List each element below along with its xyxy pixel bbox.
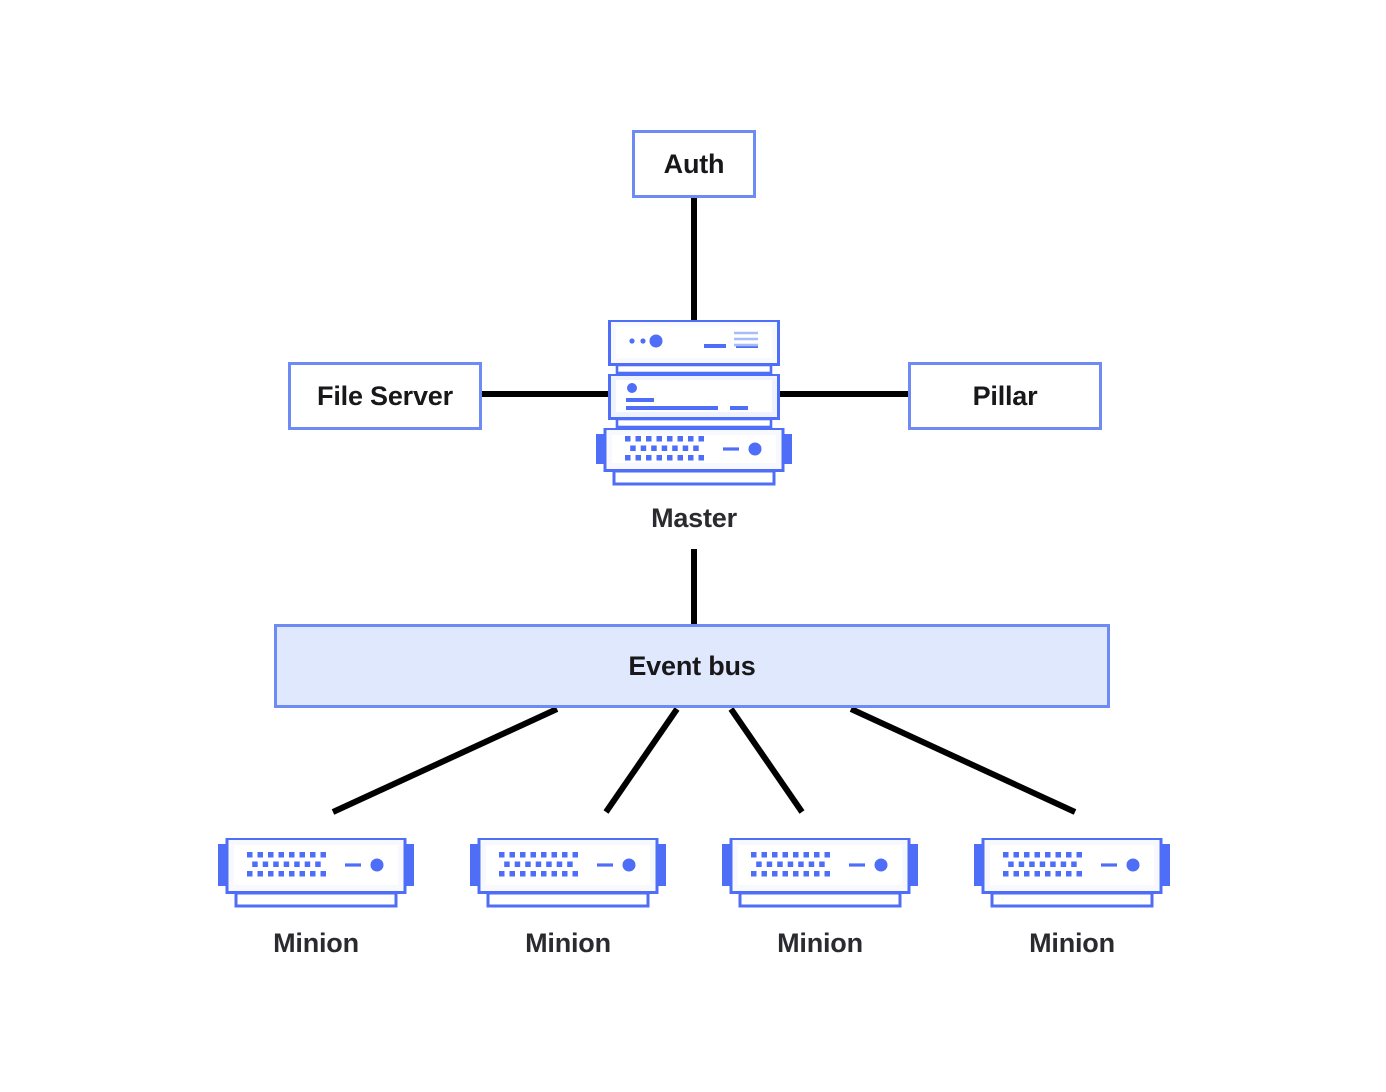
node-event-bus-label: Event bus <box>628 650 756 681</box>
minion-3-icon[interactable] <box>720 838 920 908</box>
rack-unit-top <box>608 320 780 374</box>
minion-2-icon[interactable] <box>468 838 668 908</box>
event-bus-to-minion-3 <box>728 707 805 814</box>
event-bus-to-minion-1 <box>331 706 559 815</box>
minion-2-caption: Minion <box>525 928 611 958</box>
server-rack-icon[interactable] <box>594 320 794 486</box>
node-pillar-label: Pillar <box>972 380 1038 411</box>
node-file-server[interactable]: File Server <box>288 362 482 430</box>
node-file-server-label: File Server <box>317 380 453 411</box>
event-bus-to-minion-2 <box>603 707 680 814</box>
minion-1-caption: Minion <box>273 928 359 958</box>
node-event-bus[interactable]: Event bus <box>274 624 1110 708</box>
rack-unit-bottom <box>594 428 794 486</box>
event-bus-to-minion-4 <box>849 706 1077 815</box>
minion-1-icon[interactable] <box>216 838 416 908</box>
node-pillar[interactable]: Pillar <box>908 362 1102 430</box>
rack-unit-middle <box>608 374 780 428</box>
node-auth-label: Auth <box>663 148 725 179</box>
minion-4-icon[interactable] <box>972 838 1172 908</box>
master-caption: Master <box>651 503 737 533</box>
minion-3-caption: Minion <box>777 928 863 958</box>
minion-4-caption: Minion <box>1029 928 1115 958</box>
node-auth[interactable]: Auth <box>632 130 756 198</box>
